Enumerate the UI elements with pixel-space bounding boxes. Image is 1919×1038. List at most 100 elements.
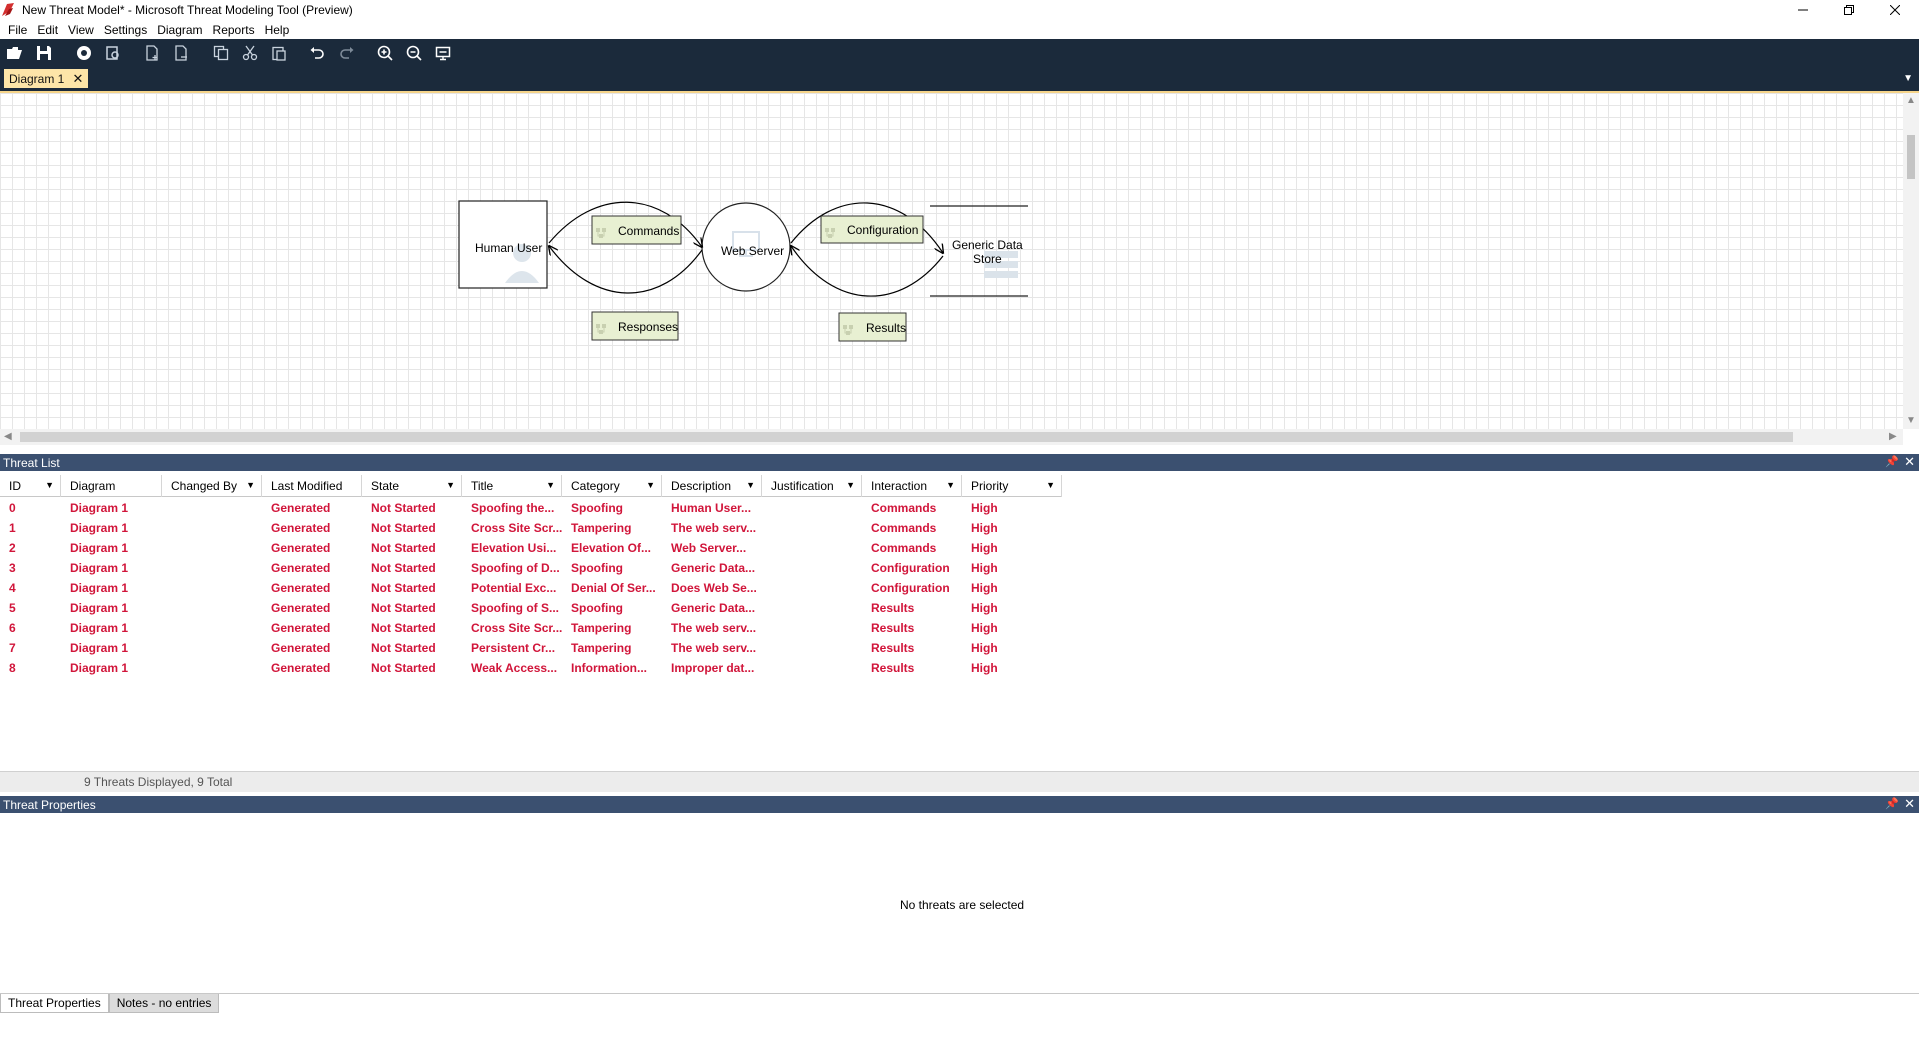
column-header-description[interactable]: Description▼ — [662, 475, 762, 497]
responses-label: Responses — [618, 320, 679, 334]
close-icon[interactable]: ✕ — [1904, 796, 1915, 811]
canvas-horizontal-scroll-thumb[interactable] — [20, 432, 1793, 442]
tab-notes[interactable]: Notes - no entries — [108, 994, 220, 1013]
minimize-icon — [1798, 9, 1808, 10]
scroll-down-icon[interactable]: ▼ — [1906, 415, 1916, 426]
cell-interaction: Results — [871, 641, 915, 655]
copy-icon — [213, 45, 229, 61]
canvas-horizontal-scrollbar[interactable]: ◀ ▶ — [0, 429, 1903, 445]
menu-reports[interactable]: Reports — [212, 23, 255, 37]
cell-title: Cross Site Scr... — [471, 521, 562, 535]
redo-button[interactable] — [336, 42, 358, 64]
open-button[interactable] — [4, 42, 26, 64]
filter-dropdown-icon[interactable]: ▼ — [546, 480, 555, 490]
column-header-title[interactable]: Title▼ — [462, 475, 562, 497]
commands-label-box[interactable] — [591, 215, 682, 245]
results-label-box[interactable] — [838, 312, 907, 342]
column-header-diagram[interactable]: Diagram — [61, 475, 162, 497]
filter-dropdown-icon[interactable]: ▼ — [1046, 480, 1055, 490]
fit-view-button[interactable] — [432, 42, 454, 64]
undo-button[interactable] — [306, 42, 328, 64]
filter-dropdown-icon[interactable]: ▼ — [746, 480, 755, 490]
paste-button[interactable] — [268, 42, 290, 64]
filter-dropdown-icon[interactable]: ▼ — [446, 480, 455, 490]
diagram-canvas[interactable]: Human User Web Server Generic Data Store… — [0, 93, 1903, 429]
canvas-vertical-scrollbar[interactable]: ▲ ▼ — [1903, 93, 1919, 429]
cell-priority: High — [971, 581, 998, 595]
column-header-id[interactable]: ID▼ — [0, 475, 61, 497]
canvas-vertical-scroll-thumb[interactable] — [1907, 135, 1915, 179]
copy-button[interactable] — [210, 42, 232, 64]
new-diagram-button[interactable] — [141, 42, 163, 64]
cell-state: Not Started — [371, 581, 436, 595]
human-user-shape[interactable] — [458, 200, 548, 289]
column-header-state[interactable]: State▼ — [362, 475, 462, 497]
cell-last-modified: Generated — [271, 641, 331, 655]
scroll-left-icon[interactable]: ◀ — [4, 431, 12, 442]
cell-changed-by — [162, 499, 262, 519]
cut-button[interactable] — [239, 42, 261, 64]
filter-dropdown-icon[interactable]: ▼ — [946, 480, 955, 490]
undo-icon — [310, 47, 324, 59]
menu-file[interactable]: File — [8, 23, 28, 37]
analysis-view-icon — [77, 46, 91, 60]
duplicate-diagram-button[interactable] — [170, 42, 192, 64]
scroll-right-icon[interactable]: ▶ — [1889, 431, 1897, 442]
design-view-button[interactable] — [102, 42, 124, 64]
cell-interaction: Configuration — [871, 561, 950, 575]
menu-edit[interactable]: Edit — [37, 23, 59, 37]
column-header-last-modified[interactable]: Last Modified — [262, 475, 362, 497]
filter-dropdown-icon[interactable]: ▼ — [646, 480, 655, 490]
zoom-out-button[interactable] — [403, 42, 425, 64]
column-header-interaction[interactable]: Interaction▼ — [862, 475, 962, 497]
cell-diagram: Diagram 1 — [70, 581, 129, 595]
configuration-label-box[interactable] — [820, 215, 924, 244]
tab-list-dropdown-icon[interactable]: ▼ — [1903, 73, 1913, 84]
menu-view[interactable]: View — [68, 23, 94, 37]
menu-help[interactable]: Help — [264, 23, 290, 37]
close-tab-icon[interactable]: ✕ — [72, 71, 84, 86]
cell-last-modified: Generated — [271, 621, 331, 635]
pin-icon[interactable]: 📌 — [1885, 798, 1899, 810]
results-flow-line[interactable] — [791, 246, 944, 297]
save-button[interactable] — [33, 42, 55, 64]
zoom-in-button[interactable] — [374, 42, 396, 64]
close-window-button[interactable] — [1872, 0, 1918, 19]
scroll-up-icon[interactable]: ▲ — [1906, 95, 1916, 106]
filter-dropdown-icon[interactable]: ▼ — [846, 480, 855, 490]
close-icon — [1890, 4, 1900, 15]
close-icon[interactable]: ✕ — [1904, 454, 1915, 469]
cell-justification — [762, 499, 862, 519]
tab-diagram-1[interactable]: Diagram 1 ✕ — [4, 69, 89, 88]
responses-flow-line[interactable] — [549, 246, 703, 294]
cell-id: 2 — [9, 541, 16, 555]
commands-flow-line[interactable] — [548, 201, 702, 247]
menu-settings[interactable]: Settings — [103, 23, 148, 37]
responses-label-box[interactable] — [591, 311, 679, 341]
minimize-button[interactable] — [1780, 0, 1826, 19]
column-header-priority[interactable]: Priority▼ — [962, 475, 1062, 497]
column-header-category[interactable]: Category▼ — [562, 475, 662, 497]
cell-last-modified: Generated — [271, 541, 331, 555]
menu-diagram[interactable]: Diagram — [157, 23, 203, 37]
cell-description: The web serv... — [671, 521, 757, 535]
analysis-view-button[interactable] — [73, 42, 95, 64]
filter-dropdown-icon[interactable]: ▼ — [45, 480, 54, 490]
column-header-changed-by[interactable]: Changed By▼ — [162, 475, 262, 497]
configuration-flow-line[interactable] — [790, 202, 943, 253]
restore-button[interactable] — [1826, 0, 1872, 19]
tab-threat-properties[interactable]: Threat Properties — [0, 994, 109, 1013]
pin-icon[interactable]: 📌 — [1885, 456, 1899, 468]
column-header-justification[interactable]: Justification▼ — [762, 475, 862, 497]
filter-dropdown-icon[interactable]: ▼ — [246, 480, 255, 490]
cell-justification — [762, 659, 862, 679]
